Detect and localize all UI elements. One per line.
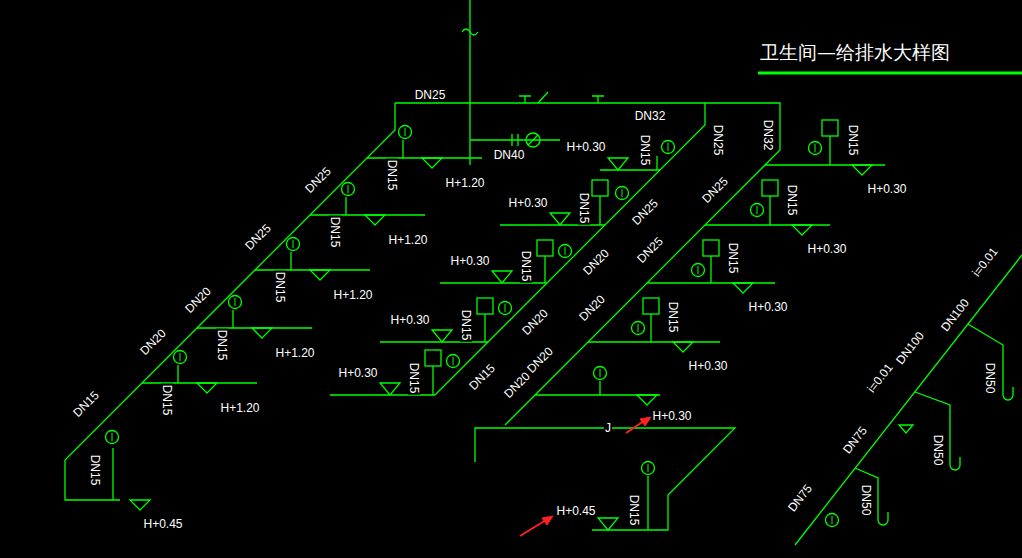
annotation-label: DN15 [639,134,651,167]
annotation-label: DN32 [634,110,667,122]
annotation-label: H+1.20 [332,289,373,301]
fixture-box [643,298,659,314]
annotation-label: DN75 [840,423,870,456]
annotation-label: DN50 [984,362,996,395]
tap-symbols [106,126,839,527]
annotation-label: DN15 [628,494,640,527]
annotation-label: H+0.30 [507,197,548,209]
annotation-label: H+0.30 [389,314,430,326]
fixture-box [703,240,719,256]
annotation-label: H+1.20 [444,177,485,189]
right-branches [535,136,830,395]
annotation-label: DN15 [786,184,798,217]
annotation-label: DN15 [386,159,398,192]
annotation-label: DN20 [519,306,551,338]
elevation-triangles [130,158,872,530]
annotation-label: DN50 [860,484,872,517]
pointer-head [640,417,651,426]
annotation-label: DN15 [727,242,739,275]
annotation-label: DN25 [634,234,666,266]
annotation-label: i=0.01 [864,361,895,396]
annotation-label: H+1.20 [274,347,315,359]
annotation-label: DN32 [762,119,774,152]
annotation-label: DN15 [161,384,173,417]
annotation-label: DN15 [460,309,472,342]
fixture-boxes [425,120,838,366]
annotation-label: DN20 [576,292,608,324]
fixture-box [477,298,493,314]
annotation-label: DN15 [216,329,228,362]
annotation-label: DN15 [89,454,101,487]
annotation-label: i=0.01 [969,245,1000,280]
annotation-label: DN20 [524,344,556,376]
annotation-label: H+0.45 [142,518,183,530]
bottom-branch [475,428,735,530]
annotation-label: H+1.20 [219,402,260,414]
valve-symbols [512,92,604,146]
annotation-label: DN25 [242,221,274,253]
annotation-label: J [604,422,612,434]
annotation-label: H+0.30 [449,255,490,267]
drain-main [795,255,1022,545]
drain-branches [855,324,1013,525]
annotation-label: DN50 [932,434,944,467]
annotation-label: DN20 [182,284,214,316]
drainage-pipes [795,255,1022,545]
annotation-label: H+0.30 [651,410,692,422]
annotation-label: DN15 [70,388,102,420]
annotation-label: DN25 [414,89,447,101]
annotation-label: H+0.30 [747,301,788,313]
annotation-label: DN100 [893,329,927,367]
water-meter-needle [528,135,538,145]
annotation-label: DN20 [137,326,169,358]
fixture-box [762,180,778,196]
annotation-label: DN40 [493,149,526,161]
floor-drain [899,425,913,433]
red-pointers [520,417,651,536]
pipe-break [462,29,478,35]
annotation-label: H+0.30 [337,367,378,379]
left-branches [113,140,482,500]
annotation-label: DN15 [520,250,532,283]
annotation-label: DN75 [785,481,815,514]
annotation-label: H+0.30 [806,243,847,255]
annotation-label: DN15 [274,271,286,304]
annotation-label: H+0.30 [866,183,907,195]
fixture-box [822,120,838,136]
annotation-label: DN20 [580,246,612,278]
water-meter [526,133,540,147]
annotation-label: DN25 [712,124,724,157]
annotation-label: DN20 [501,369,533,401]
annotation-label: H+1.20 [387,234,428,246]
annotation-label: DN15 [847,124,859,157]
pointer-head [542,516,553,525]
drawing-title: 卫生间—给排水大样图 [760,42,950,63]
supply-pipes [65,0,885,530]
annotation-label: DN15 [329,216,341,249]
annotation-label: DN25 [699,174,731,206]
fixture-box [425,350,441,366]
annotation-label: DN25 [302,164,334,196]
main-pipes [65,0,885,500]
annotation-label: DN100 [938,296,972,334]
annotation-label: DN25 [629,196,661,228]
title-underline [758,72,1022,75]
annotation-label: H+0.45 [555,505,596,517]
annotation-label: DN15 [578,192,590,225]
annotation-label: H+0.30 [687,360,728,372]
annotation-label: DN15 [466,361,498,393]
annotation-label: H+0.30 [565,141,606,153]
annotation-label: DN15 [667,301,679,334]
annotation-label: DN15 [408,362,420,395]
fixture-box [537,240,553,256]
pointer-arrow [626,421,644,433]
tap-glyphs [112,128,832,524]
fixture-box [592,180,608,196]
pointer-arrow [520,520,546,536]
